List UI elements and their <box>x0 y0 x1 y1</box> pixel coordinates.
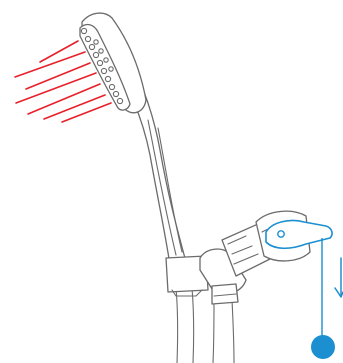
shower-head <box>80 13 186 265</box>
nozzle <box>89 44 94 49</box>
nozzle <box>94 40 98 44</box>
nozzle <box>109 84 114 89</box>
holder-bracket <box>166 224 272 304</box>
nozzle <box>104 58 108 62</box>
nozzle <box>117 98 122 103</box>
nozzle <box>99 49 103 53</box>
spray-line <box>40 41 78 62</box>
spray-line <box>28 84 100 114</box>
nozzle <box>85 36 90 41</box>
pull-down-arrow-icon <box>335 258 343 297</box>
pull-ball-icon <box>311 335 335 359</box>
spray-line <box>62 103 111 122</box>
spray-line <box>44 95 105 119</box>
nozzle <box>93 52 98 57</box>
nozzle <box>97 60 102 65</box>
nozzle <box>113 91 118 96</box>
nozzle <box>109 67 113 71</box>
nozzle <box>81 28 86 33</box>
spray-line <box>26 63 90 89</box>
lever-pivot <box>278 231 284 237</box>
nozzle <box>105 76 110 81</box>
nozzle <box>101 68 106 73</box>
